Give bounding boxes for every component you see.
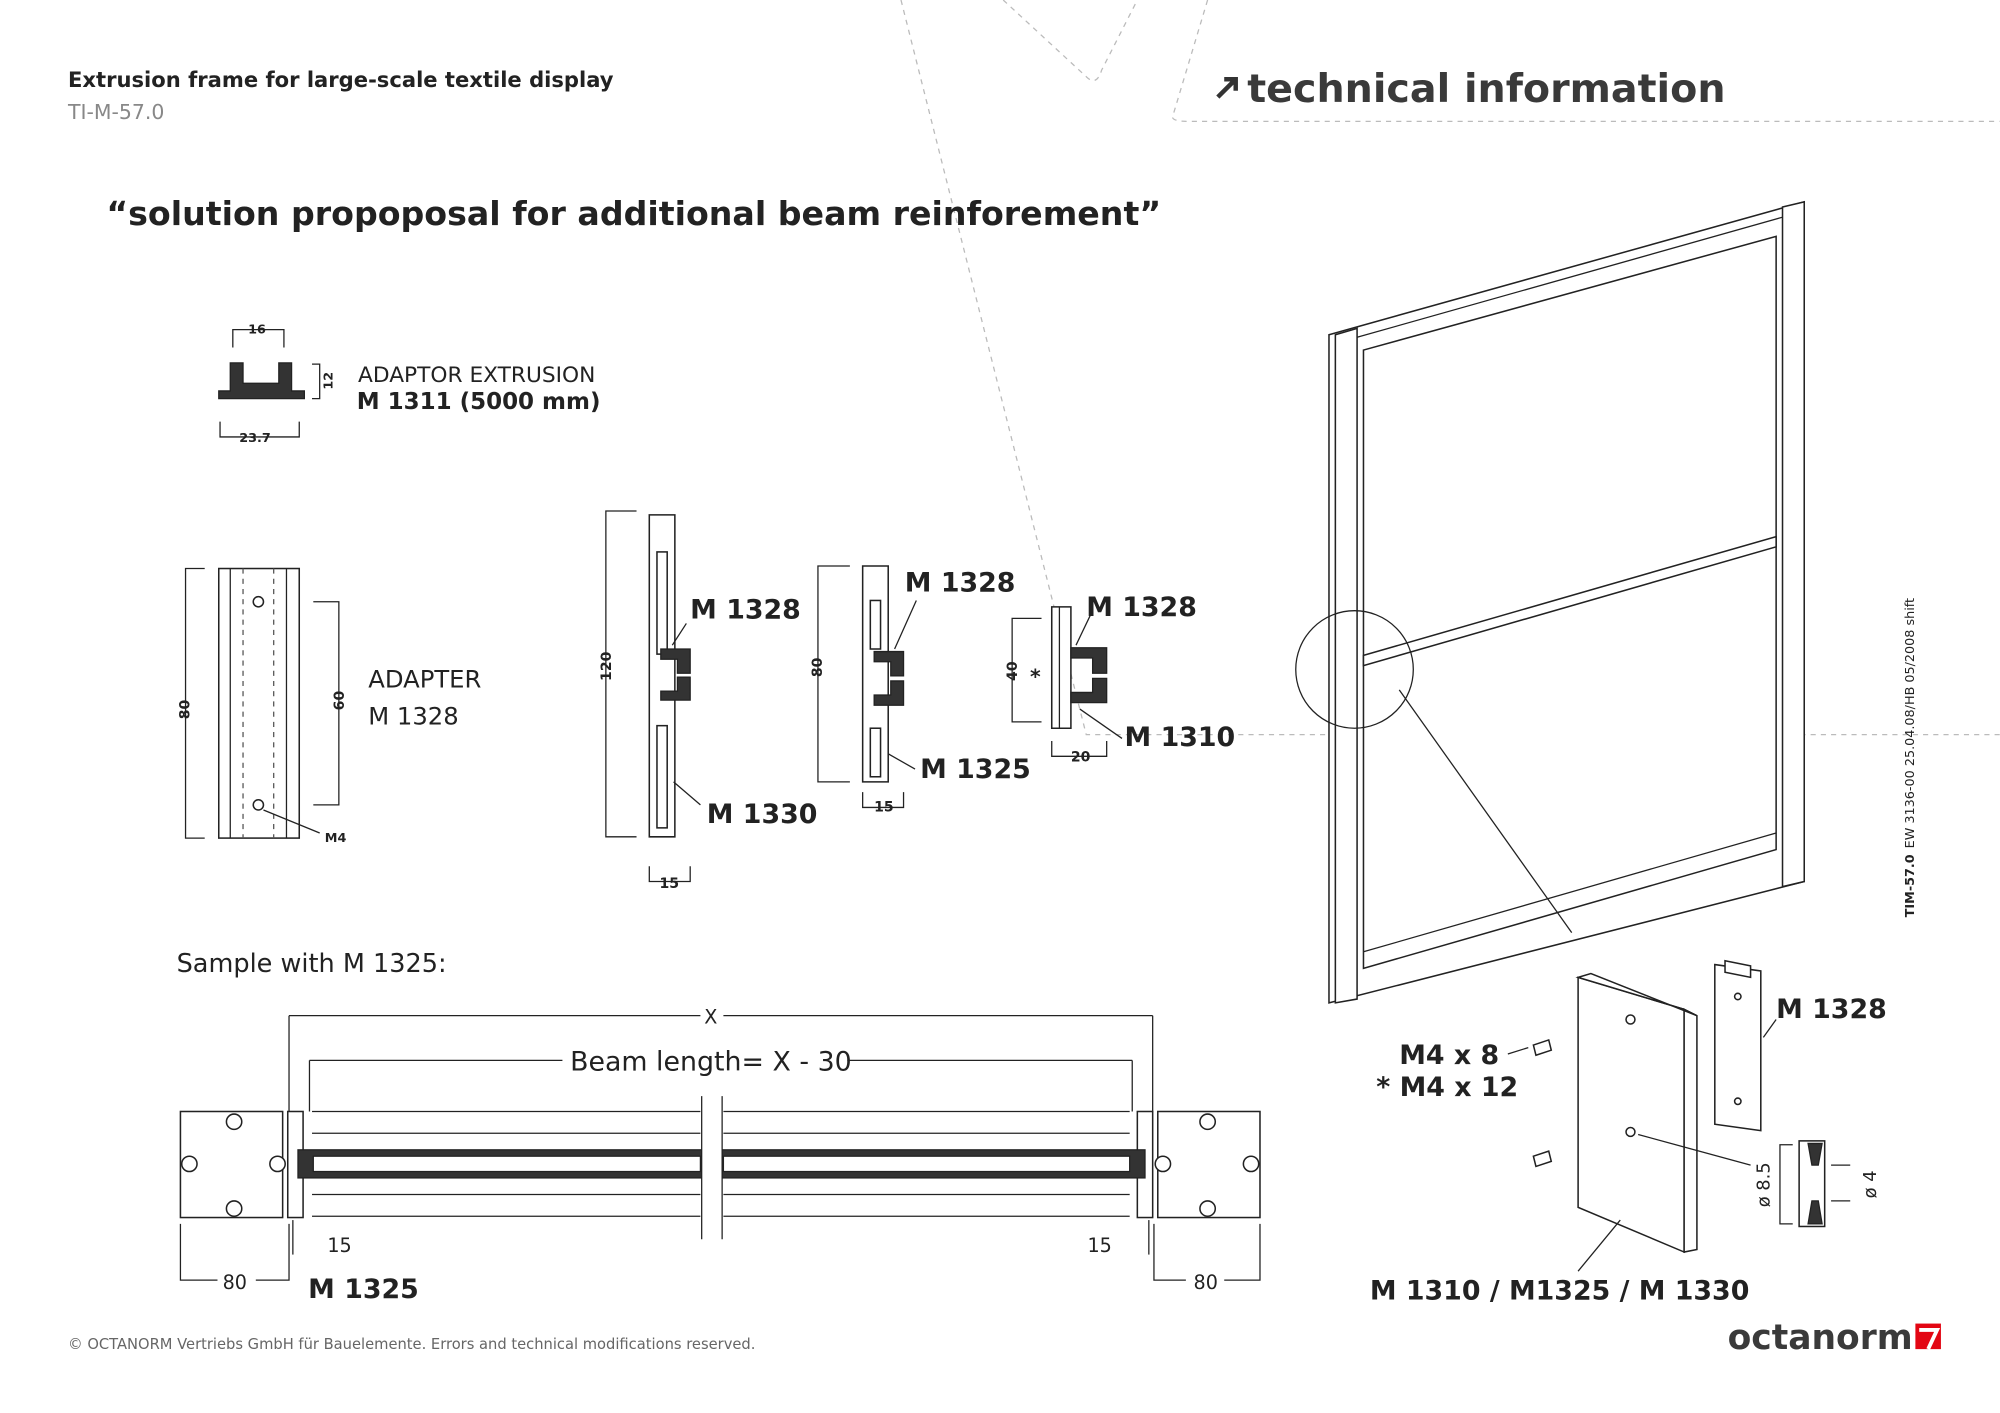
adapter-part: M 1328 — [368, 701, 458, 730]
screw-m4: M4 — [325, 831, 347, 846]
section-c-star: * — [1030, 665, 1041, 689]
detail-exploded-drawing — [1507, 959, 1851, 1272]
section-c-bottom-part: M 1310 — [1125, 722, 1236, 753]
post-right: 80 — [1194, 1271, 1218, 1294]
document-id: TI-M-57.0 — [67, 100, 164, 124]
hole-8-5: ø 8.5 — [1754, 1162, 1775, 1207]
section-heading: technical information — [1247, 66, 1725, 112]
post-left: 80 — [223, 1271, 247, 1294]
dim-80-b: 80 — [810, 657, 826, 677]
copyright: © OCTANORM Vertriebs GmbH für Bauelement… — [68, 1336, 755, 1353]
gap-left: 15 — [327, 1234, 351, 1257]
section-c-top-part: M 1328 — [1086, 592, 1197, 623]
arrow-up-right-icon — [1216, 76, 1238, 99]
section-b-bottom-part: M 1325 — [920, 754, 1031, 785]
screw-m4x12: * M4 x 12 — [1376, 1072, 1518, 1103]
dim-80: 80 — [177, 700, 193, 720]
gap-right: 15 — [1088, 1234, 1112, 1257]
adaptor-extrusion-part: M 1311 (5000 mm) — [357, 389, 601, 415]
sample-drawing — [179, 1015, 1261, 1281]
frame-perspective-drawing — [1295, 200, 1806, 1004]
adaptor-extrusion-drawing — [218, 328, 321, 438]
detail-panels-parts: M 1310 / M1325 / M 1330 — [1370, 1275, 1750, 1306]
section-c-drawing — [1011, 606, 1123, 757]
adapter-label: ADAPTER — [368, 664, 481, 693]
sample-title: Sample with M 1325: — [177, 949, 447, 979]
adaptor-extrusion-label: ADAPTOR EXTRUSION — [358, 363, 595, 388]
background-dashed-lines — [900, 0, 2000, 736]
dim-15-a: 15 — [660, 876, 680, 892]
section-a-drawing — [605, 510, 701, 883]
adapter-drawing — [184, 567, 340, 839]
dim-60: 60 — [332, 691, 348, 711]
document-title: Extrusion frame for large-scale textile … — [68, 67, 614, 92]
section-a-bottom-part: M 1330 — [707, 799, 818, 830]
side-note-code: TIM-57.0 — [1903, 854, 1918, 917]
dim-23-7: 23.7 — [239, 431, 270, 446]
dim-15-b: 15 — [874, 799, 894, 815]
side-note: TIM-57.0 EW 3136-00 25.04.08/HB 05/2008 … — [1903, 598, 1918, 917]
beam-length: Beam length= X - 30 — [570, 1047, 852, 1078]
dim-120: 120 — [599, 651, 615, 681]
dim-40: 40 — [1005, 661, 1021, 681]
screw-m4x8: M4 x 8 — [1399, 1040, 1499, 1071]
section-a-top-part: M 1328 — [690, 594, 801, 625]
side-note-details: EW 3136-00 25.04.08/HB 05/2008 shift — [1903, 598, 1918, 848]
dim-20: 20 — [1071, 749, 1091, 765]
screw-icon — [1532, 1038, 1553, 1057]
dim-16: 16 — [248, 322, 266, 337]
dim-12: 12 — [321, 372, 336, 390]
headline: “solution propoposal for additional beam… — [106, 194, 1161, 233]
section-b-top-part: M 1328 — [905, 568, 1016, 599]
detail-adapter-part: M 1328 — [1776, 994, 1887, 1025]
octanorm-logo-mark — [1915, 1323, 1941, 1350]
section-b-drawing — [817, 565, 917, 809]
hole-4: ø 4 — [1860, 1170, 1881, 1198]
sample-part: M 1325 — [308, 1274, 419, 1305]
dim-x: X — [704, 1005, 717, 1028]
screw-icon — [1532, 1150, 1553, 1168]
octanorm-logo: octanorm — [1728, 1318, 1913, 1358]
